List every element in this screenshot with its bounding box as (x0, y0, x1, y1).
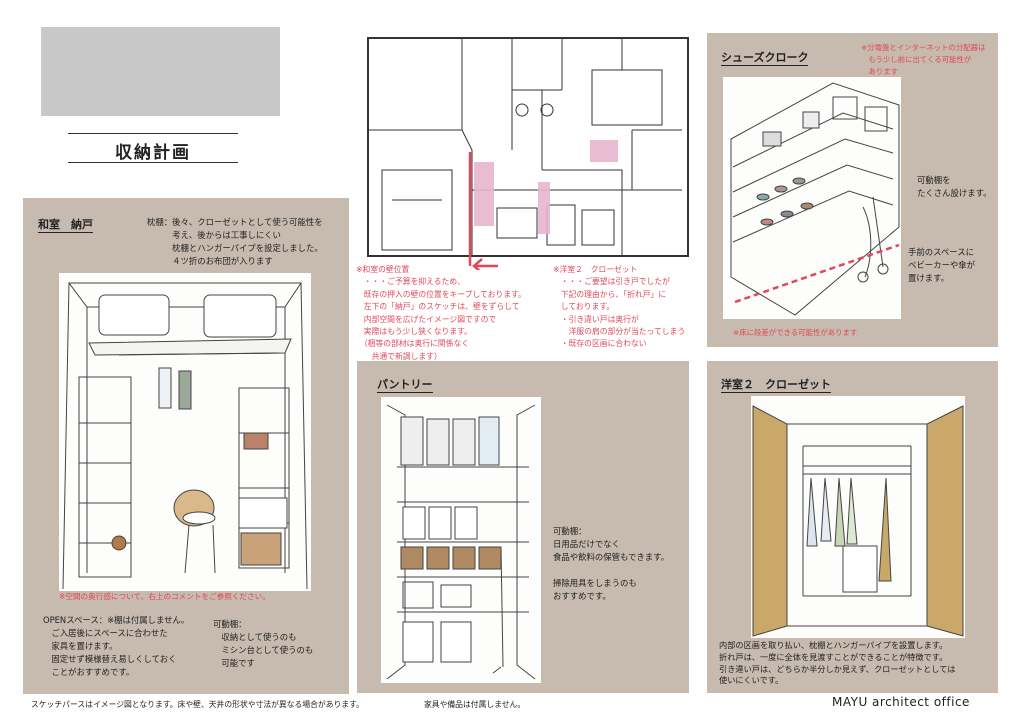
plan-red-note-right: ※洋室２ クローゼット ・・・ご要望は引き戸でしたが 下記の理由から、「折れ戸」… (553, 265, 686, 349)
washitsu-panel: 和室 納戸 枕棚：後々、クローゼットとして使う可能性を 考え、後からは工事しにく… (23, 198, 349, 694)
closet-note: 内部の区画を取り払い、枕棚とハンガーパイプを設置します。 折れ戸は、一度に全体を… (719, 640, 956, 686)
shoes-shelf-note: 可動棚を たくさん設けます。 (917, 175, 992, 198)
washitsu-red-note: ※空間の奥行感について、右上のコメントをご参照ください。 (59, 592, 270, 601)
title-rule-top (68, 133, 238, 134)
shoes-space-note: 手前のスペースに ベビーカーや傘が 置けます。 (908, 247, 975, 283)
pantry-heading: パントリー (377, 378, 433, 393)
title-rule-bottom (68, 162, 238, 163)
nando-sketch-drawing (62, 282, 308, 590)
washitsu-heading: 和室 納戸 (38, 218, 93, 233)
footer-note: スケッチパースはイメージ図となります。床や壁、天井の形状や寸法が異なる場合があり… (31, 700, 364, 709)
pantry-note: 可動棚： 日用品だけでなく 食品や飲料の保管もできます。 掃除用具をしまうのも … (553, 526, 670, 601)
page-title: 収納計画 (115, 143, 191, 163)
shoes-panel: シューズクローク ※分電盤とインターネットの分配器は もう少し前に出てくる可能性… (707, 33, 998, 347)
pantry-panel: パントリー (357, 361, 689, 693)
shelf-note: 枕棚：後々、クローゼットとして使う可能性を 考え、後からは工事しにくい 枕棚とハ… (147, 217, 323, 266)
footer-brand: MAYU architect office (832, 695, 970, 709)
nando-sketch (59, 273, 311, 591)
shoes-heading: シューズクローク (721, 51, 809, 66)
movable-shelf-note: 可動棚： 収納として使うのも ミシン台として使うのも 可能です (213, 619, 314, 668)
closet-heading: 洋室２ クローゼット (721, 378, 831, 393)
placeholder-image (41, 27, 280, 116)
shoes-red-bottom: ※床に段差ができる可能性があります (733, 328, 858, 337)
footer-note2: 家具や備品は付属しません。 (424, 700, 526, 709)
open-space-note: OPENスペース：※棚は付属しません。 ご入居後にスペースに合わせた 家具を置け… (43, 615, 190, 677)
closet-panel: 洋室２ クローゼット 内部の区画を取り払い、枕棚とハンガーパイプを設置します。 … (707, 361, 998, 693)
floor-plan (362, 30, 694, 270)
pantry-sketch-drawing (386, 404, 536, 680)
shoes-sketch-drawing (730, 82, 900, 316)
closet-sketch (751, 396, 965, 638)
plan-red-note-left: ※和室の壁位置 ・・・ご予算を抑えるため、 既存の押入の壁の位置をキープしており… (356, 265, 526, 361)
shoes-red-top: ※分電盤とインターネットの分配器は もう少し前に出てくる可能性が あります (861, 43, 986, 76)
closet-sketch-drawing (752, 405, 964, 637)
floor-plan-drawing (367, 37, 689, 270)
pantry-sketch (381, 397, 541, 683)
shoes-sketch (723, 77, 901, 319)
